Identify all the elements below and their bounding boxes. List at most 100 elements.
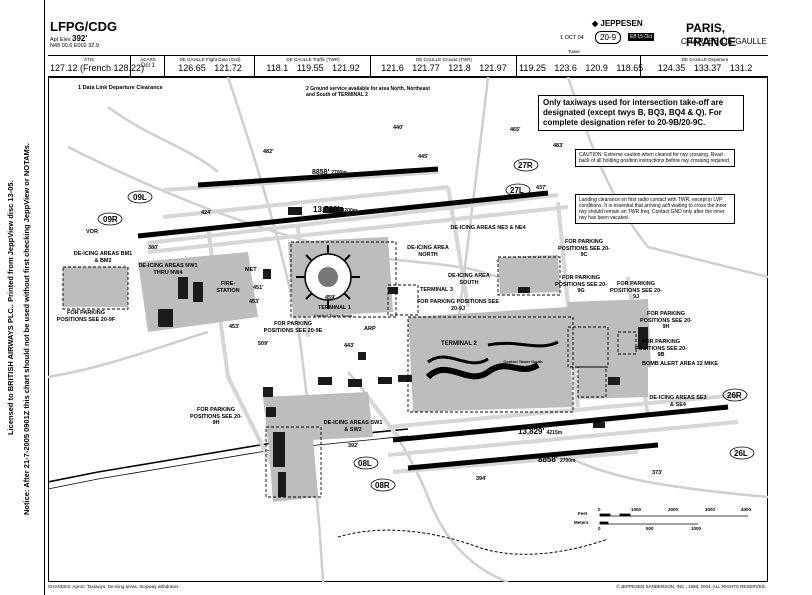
bomb-alert-label: BOMB ALERT AREA 32 MIKE <box>641 361 719 367</box>
elev-16: 392' <box>348 443 359 449</box>
elev-3: 465' <box>510 127 521 133</box>
freq-value: 127.12 (French 128.22) <box>50 63 145 73</box>
copyright-note: © JEPPESEN SANDERSON, INC., 1998, 2004. … <box>616 584 766 589</box>
licence-line-2: Notice: After 21-7-2005 0901Z this chart… <box>22 142 31 515</box>
airport-coords: N49 00.6 E002 32.9 <box>50 43 99 49</box>
airport-code: LFPG/CDG <box>50 19 118 34</box>
freq-value: Dcl 1 <box>141 63 155 69</box>
control-tower-north: Control Tower North <box>313 313 353 318</box>
freq-label: DE GAULLE Traffic (TWR) <box>286 57 340 62</box>
licence-notice: Licensed to BRITISH AIRWAYS PLC.. Printe… <box>0 0 45 595</box>
deice-sw-label: DE-ICING AREAS SW1 & SW2 <box>323 420 383 433</box>
licence-line-1: Licensed to BRITISH AIRWAYS PLC.. Printe… <box>6 180 15 435</box>
chart-date: 1 OCT 04 <box>560 35 584 41</box>
runway-08r-26l <box>407 442 659 471</box>
map-frame <box>48 77 768 582</box>
parking-9h-label: FOR PARKING POSITIONS SEE 20-9H <box>640 311 692 330</box>
freq-label: ACARS <box>140 57 156 62</box>
length-south-inner: 13,829' 4215m <box>518 428 563 437</box>
scale-feet-label: Feet <box>578 511 588 516</box>
terminal-1-building <box>296 245 360 309</box>
deice-se-label: DE-ICING AREAS SE3 & SE4 <box>649 395 707 408</box>
parking-9j2-label: FOR PARKING POSITIONS SEE 20-9J <box>610 281 662 300</box>
caution-note: CAUTION: Extreme caution when cleared fo… <box>575 149 735 167</box>
freq-value: 119.25 123.6 120.9 118.65 <box>519 63 644 73</box>
scale-m1: 500 <box>646 526 654 531</box>
area-outlines <box>62 241 637 498</box>
control-tower-south: Control Tower South <box>503 359 543 364</box>
deice-ne-label: DE-ICING AREAS NE3 & NE4 <box>450 225 526 231</box>
parking-9e-label: FOR PARKING POSITIONS SEE 20-9E <box>263 321 323 334</box>
deice-north-label: DE-ICING AREA NORTH <box>407 245 449 258</box>
scale-f0: 0 <box>598 507 601 512</box>
len-m: 4215m <box>546 430 563 436</box>
arp-label: ARP <box>364 326 376 332</box>
len-m: 2700m <box>331 170 347 176</box>
scale-f4: 4000 <box>741 507 752 512</box>
freq-label: ATIS <box>84 57 94 62</box>
freq-value: 124.35 133.37 131.2 <box>657 63 753 73</box>
deice-bm-label: DE-ICING AREAS BM1 & BM2 <box>73 251 133 264</box>
runway-26r-label: 26R <box>727 391 742 400</box>
elev-14: 394' <box>476 476 487 482</box>
scale-meters-label: Meters <box>574 520 589 525</box>
len-ft: 8858' <box>312 169 330 176</box>
terminal-1-label: TERMINAL 1 <box>318 305 351 311</box>
freq-label: DE GAULLE Ground (TWR) <box>415 57 472 62</box>
freq-value: 118.1 119.55 121.92 <box>266 63 360 73</box>
length-south-outer: 8858' 2700m <box>538 455 576 465</box>
parking-9b-label: FOR PARKING POSITIONS SEE 20-9B <box>635 339 687 358</box>
runway-09l-label: 09L <box>133 193 147 202</box>
elev-label: Apt Elev <box>50 37 71 43</box>
ground-service-note: 2 Ground service available for area Nort… <box>306 86 430 98</box>
elev-13: 509' <box>258 341 269 347</box>
vor-label: VOR <box>86 229 98 235</box>
tower-label: Tower <box>568 49 581 54</box>
airport-name: CHARLES-DE-GAULLE <box>681 37 767 46</box>
chart-footer: CHANGES: Apron. Taxiways. De-icing areas… <box>48 584 768 589</box>
chart-header: LFPG/CDG Apt Elev 392' N49 00.6 E002 32.… <box>48 17 768 77</box>
freq-ground: DE GAULLE Ground (TWR)121.6 121.77 121.8… <box>370 56 517 76</box>
parking-9f-label: FOR PARKING POSITIONS SEE 20-9F <box>56 310 116 323</box>
runway-08l-26r <box>392 404 729 443</box>
elev-12: 443' <box>344 343 355 349</box>
parking-9c-label: FOR PARKING POSITIONS SEE 20-9C <box>558 239 610 258</box>
scale-f3: 3000 <box>705 507 716 512</box>
freq-label: DE GAULLE Flight Data (Gnd) <box>179 57 241 62</box>
length-north-inner: 13,780' 4200m <box>313 206 358 215</box>
airport-diagram: 1 Data Link Departure Clearance 2 Ground… <box>48 77 768 582</box>
landing-note: Landing clearance on first radio contact… <box>575 194 735 224</box>
elev-1: 440' <box>393 125 404 131</box>
scale-bar <box>599 513 748 525</box>
met-label: MET <box>245 267 257 273</box>
elev-9: 453' <box>249 299 260 305</box>
parking-9g-label: FOR PARKING POSITIONS SEE 20-9G <box>555 275 607 294</box>
freq-traffic: DE GAULLE Traffic (TWR)118.1 119.55 121.… <box>254 56 371 76</box>
elev-0: 482' <box>263 149 274 155</box>
chart-number: 20-9 <box>595 31 622 44</box>
runway-09l-27r <box>197 166 439 188</box>
buildings <box>158 207 648 497</box>
runway-09r-27l <box>137 190 549 239</box>
elev-6: 424' <box>201 210 212 216</box>
len-m: 2700m <box>559 458 576 464</box>
freq-value: 126.65 121.72 <box>178 63 242 73</box>
city-name: PARIS, FRANCE <box>686 21 736 49</box>
fire-station-label: FIRE-STATION <box>216 281 240 294</box>
runway-08l-label: 08L <box>358 459 372 468</box>
freq-flight-data: DE GAULLE Flight Data (Gnd)126.65 121.72 <box>164 56 255 76</box>
terminal-3-label: TERMINAL 3 <box>420 287 453 293</box>
terminal-2-building <box>425 340 559 380</box>
jeppesen-logo: ◆ JEPPESEN <box>592 19 643 28</box>
scale-m0: 0 <box>598 526 601 531</box>
len-m: 4200m <box>341 208 358 214</box>
freq-label: DE GAULLE Departure <box>681 57 729 62</box>
len-ft: 8858' <box>538 455 558 464</box>
effective-date: Eff 15 Oct <box>628 33 655 41</box>
rail-south <box>337 529 609 555</box>
elev-value: 392' <box>72 34 88 43</box>
deice-nw-label: DE-ICING AREAS NW1 THRU NW4 <box>138 263 198 276</box>
jeppesen-text: JEPPESEN <box>600 19 643 28</box>
